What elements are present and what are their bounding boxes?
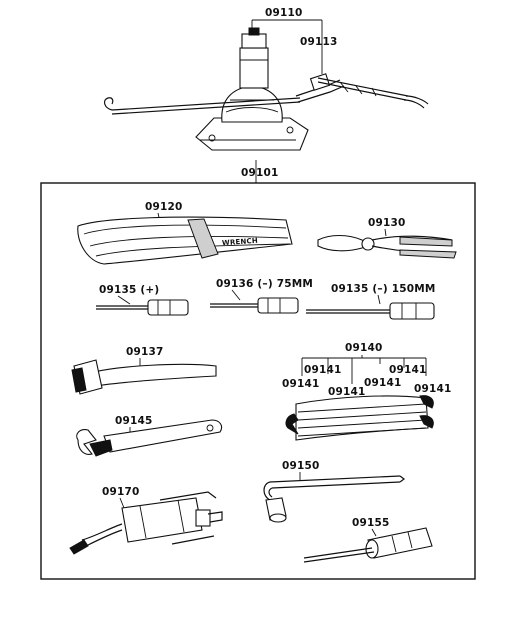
label-09141-d: 09141 [364, 377, 402, 389]
label-09170: 09170 [102, 486, 140, 498]
label-09113: 09113 [300, 36, 338, 48]
label-09141-f: 09141 [414, 383, 452, 395]
plug-wrench [303, 527, 433, 563]
wheel-nut-wrench [263, 475, 405, 523]
label-09101: 09101 [241, 167, 279, 179]
label-09110: 09110 [265, 7, 303, 19]
tool-bag-print: WRENCH [222, 237, 258, 247]
screwdriver-plus [96, 299, 189, 316]
tool-bag: WRENCH [77, 216, 293, 265]
label-09155: 09155 [352, 517, 390, 529]
adjustable-wrench [76, 419, 223, 457]
label-09137: 09137 [126, 346, 164, 358]
label-09140: 09140 [345, 342, 383, 354]
label-09145: 09145 [115, 415, 153, 427]
pliers [317, 234, 457, 259]
label-09141-e: 09141 [389, 364, 427, 376]
label-09141-b: 09141 [282, 378, 320, 390]
label-09136: 09136 (–) 75MM [216, 278, 313, 290]
label-09141-a: 09141 [304, 364, 342, 376]
tool-set-box [40, 182, 476, 580]
jack-assembly [103, 27, 429, 151]
label-09130: 09130 [368, 217, 406, 229]
label-09135-minus: 09135 (–) 150MM [331, 283, 436, 295]
label-09141-c: 09141 [328, 386, 366, 398]
wrench-set [285, 395, 434, 441]
screwdriver-minus-75mm [210, 297, 299, 314]
screwdriver-minus-150mm [306, 302, 435, 320]
grease-gun [69, 491, 223, 555]
label-09135-plus: 09135 (+) [99, 284, 159, 296]
label-09150: 09150 [282, 460, 320, 472]
label-09120: 09120 [145, 201, 183, 213]
hammer [71, 359, 217, 395]
